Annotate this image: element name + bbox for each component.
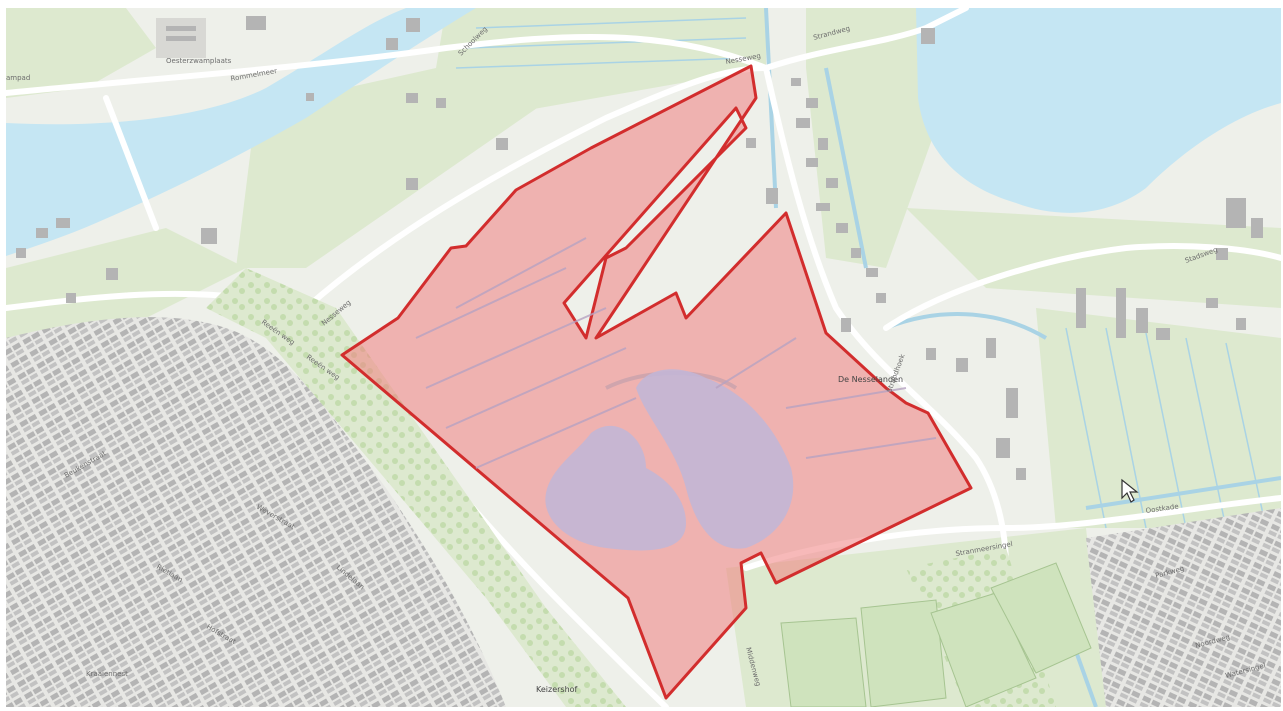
label-oesterzwamplaats: Oesterzwamplaats	[166, 57, 232, 65]
buildings-east	[746, 28, 1263, 480]
pond-west	[545, 425, 686, 551]
label-ampad: ampad	[6, 74, 30, 82]
tree-belt-west	[206, 268, 626, 707]
label-keizershof: Keizershof	[536, 685, 578, 694]
lake-water	[916, 8, 1281, 213]
mouse-pointer-icon	[1121, 478, 1139, 503]
residential-area-southwest	[6, 317, 506, 707]
residential-area-southeast	[1086, 508, 1281, 707]
buildings-northwest	[16, 16, 508, 303]
sports-fields	[780, 562, 1092, 707]
label-de-nesselanden: De Nesselanden	[838, 375, 903, 384]
map-canvas[interactable]: Oesterzwamplaats Rommelmeer ampad Strand…	[6, 8, 1281, 707]
pond-east	[636, 369, 794, 549]
label-kraaiennest: Kraaiennest	[86, 670, 128, 678]
map-view[interactable]: Oesterzwamplaats Rommelmeer ampad Strand…	[6, 8, 1281, 707]
river-water	[6, 8, 476, 256]
area-ditches	[415, 237, 937, 469]
meadow-strips	[455, 17, 1267, 529]
